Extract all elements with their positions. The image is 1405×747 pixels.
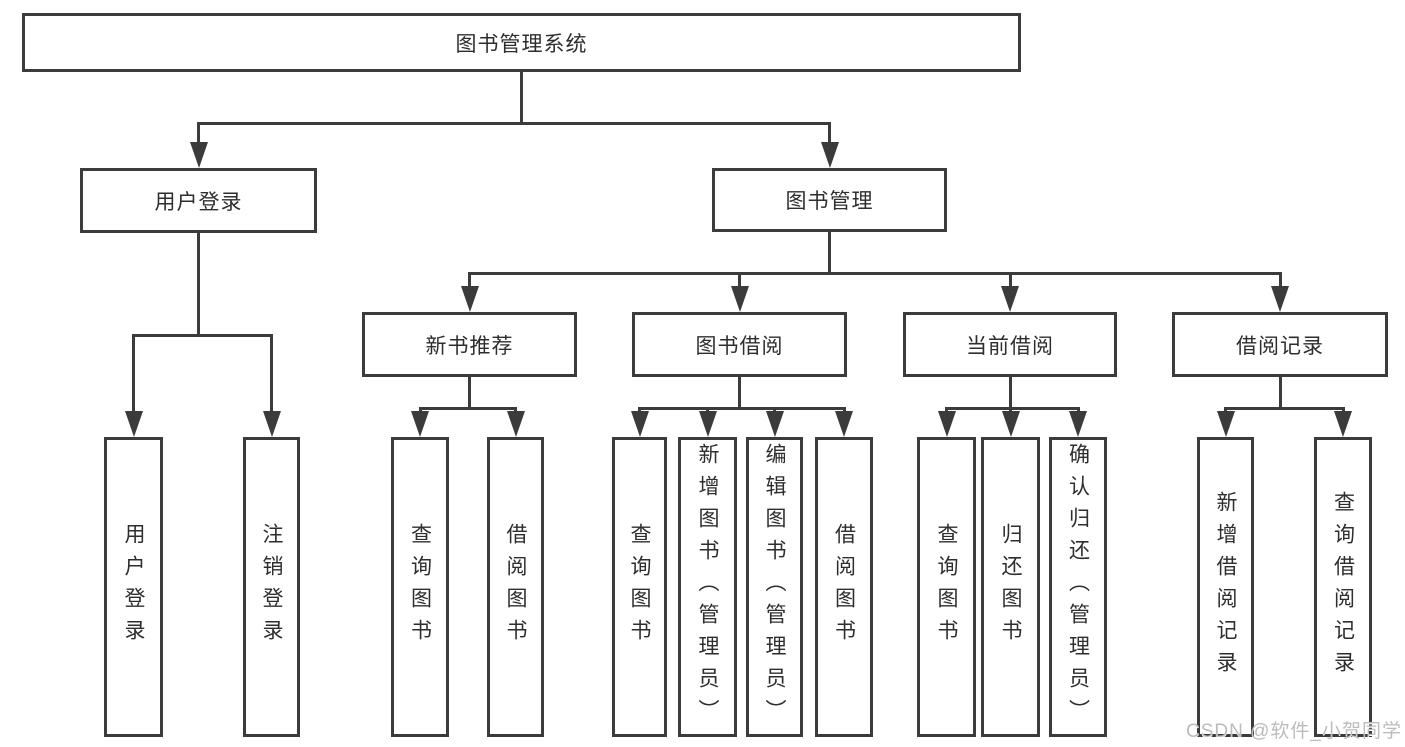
arrow-down-icon [1334,411,1352,437]
node-label: 查询图书 [628,523,651,651]
connector-vline [738,273,741,294]
arrow-down-icon [124,411,143,437]
arrow-down-icon [1271,286,1289,312]
connector-vline [1008,273,1012,294]
node-label: 新书推荐 [425,334,514,358]
node-logout-action: 注销登录 [243,437,300,737]
arrow-down-icon [506,411,525,437]
arrow-down-icon [698,411,717,437]
arrow-down-icon [189,142,208,168]
node-label: 查询图书 [935,523,958,651]
connector-vline [1278,273,1282,294]
connector-vline [828,123,831,150]
node-query-books-recommend: 查询图书 [391,437,449,737]
connector-hline [1224,406,1345,410]
node-borrow-books-recommend: 借阅图书 [487,437,544,737]
connector-hline [638,406,846,410]
node-label: 用户登录 [122,523,145,651]
node-system-root: 图书管理系统 [22,13,1021,72]
node-user-login: 用户登录 [80,168,317,233]
node-label: 借阅记录 [1236,334,1324,358]
node-return-books: 归还图书 [981,437,1040,737]
connector-vline [738,377,741,410]
node-label: 借阅图书 [832,523,856,651]
connector-vline [468,377,471,410]
node-label: 当前借阅 [966,334,1054,358]
arrow-down-icon [1001,286,1019,312]
connector-vline [520,72,523,125]
connector-vline [197,123,200,150]
node-label: 编辑图书（管理员） [763,443,786,731]
node-query-books-borrowing: 查询图书 [612,437,667,737]
connector-hline [945,406,1080,410]
arrow-down-icon [820,142,839,168]
connector-vline [1278,377,1282,410]
node-new-book-recommend: 新书推荐 [362,312,577,377]
node-add-borrowing-record: 新增借阅记录 [1197,437,1254,737]
connector-hline [418,406,517,410]
node-label: 查询图书 [408,523,432,651]
csdn-watermark: CSDN @软件_小贺同学 [1186,721,1402,742]
connector-vline [828,232,831,275]
connector-hline [468,272,1282,275]
arrow-down-icon [460,286,479,312]
node-label: 用户登录 [154,190,243,214]
node-query-borrowing-record: 查询借阅记录 [1314,437,1372,737]
node-label: 借阅图书 [504,523,527,651]
connector-vline [132,335,135,419]
node-query-books-current: 查询图书 [917,437,976,737]
arrow-down-icon [262,411,281,437]
node-label: 图书管理 [785,190,874,213]
connector-vline [270,335,273,419]
arrow-down-icon [630,411,649,437]
arrow-down-icon [1069,411,1087,437]
connector-hline [132,333,273,337]
arrow-down-icon [411,411,429,437]
node-confirm-return-admin: 确认归还（管理员） [1049,437,1107,737]
node-label: 图书管理系统 [455,32,588,56]
node-label: 新增图书（管理员） [696,443,719,731]
node-add-books-admin: 新增图书（管理员） [678,437,737,737]
connector-hline [197,122,831,125]
node-label: 图书借阅 [695,334,784,358]
connector-vline [1008,377,1012,410]
node-label: 查询借阅记录 [1331,491,1355,683]
node-label: 确认归还（管理员） [1066,443,1090,731]
arrow-down-icon [1216,411,1235,437]
arrow-down-icon [835,411,853,437]
arrow-down-icon [730,286,749,312]
connector-vline [197,233,200,337]
arrow-down-icon [1001,411,1020,437]
node-borrow-books-borrowing: 借阅图书 [815,437,873,737]
arrow-down-icon [765,411,784,437]
node-current-borrowing: 当前借阅 [903,312,1117,377]
node-label: 注销登录 [260,523,283,651]
node-label: 新增借阅记录 [1214,491,1237,683]
node-borrowing-records: 借阅记录 [1172,312,1388,377]
node-edit-books-admin: 编辑图书（管理员） [746,437,803,737]
arrow-down-icon [937,411,956,437]
node-label: 归还图书 [999,523,1022,651]
node-book-borrowing: 图书借阅 [632,312,847,377]
node-book-management: 图书管理 [712,168,947,232]
node-user-login-action: 用户登录 [104,437,163,737]
connector-vline [468,273,471,294]
